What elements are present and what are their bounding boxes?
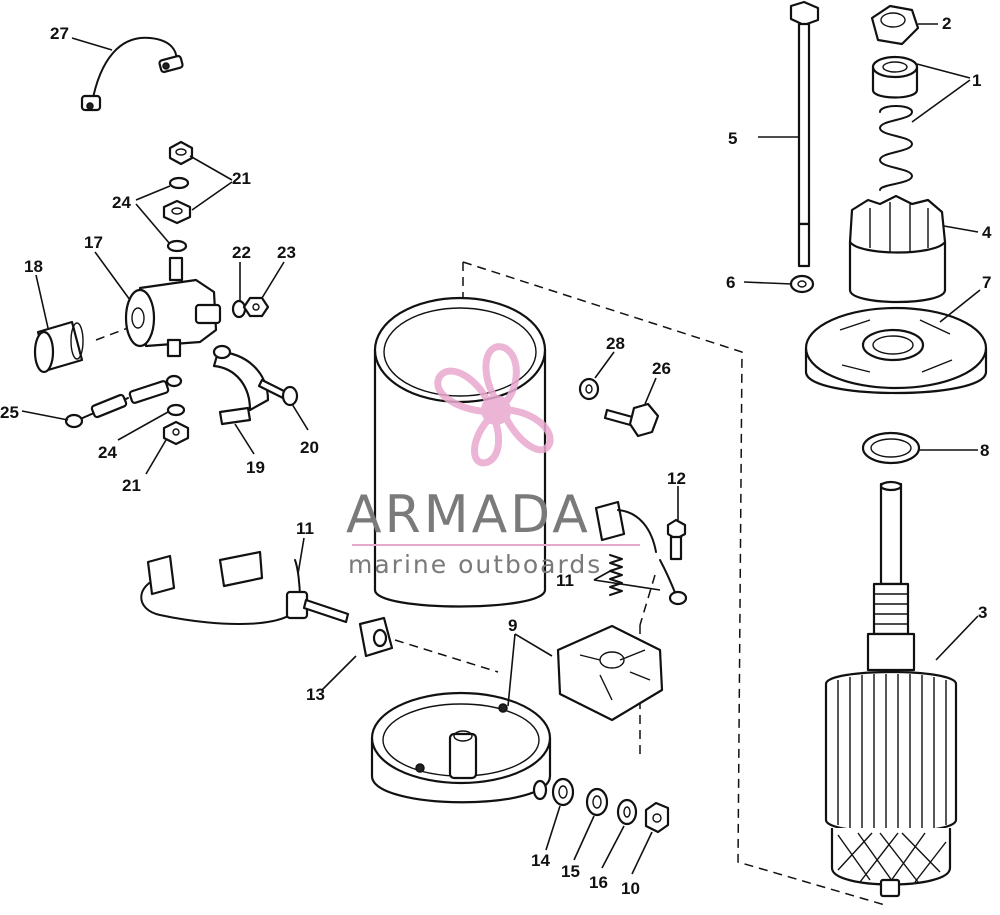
part-label-24-bottom: 24 [98,443,117,462]
part-label-16: 16 [589,873,608,892]
part-label-2: 2 [942,14,951,33]
watermark-tagline: marine outboards [348,550,602,579]
part-label-7: 7 [982,273,991,292]
drive-assembly [789,0,988,465]
part-label-26: 26 [652,359,671,378]
part-label-23: 23 [277,243,296,262]
part-label-11-right: 11 [556,571,574,590]
part-label-13: 13 [306,685,325,704]
part-label-20: 20 [300,438,319,457]
part-label-3: 3 [978,603,987,622]
part-label-14: 14 [531,851,550,870]
propeller-logo [434,343,554,467]
frame-hardware [578,377,688,606]
part-label-28: 28 [606,334,625,353]
part-number-labels: 27 21 24 17 18 22 23 25 24 21 19 20 11 1… [0,14,992,898]
armature [824,480,958,898]
part-label-24-top: 24 [112,193,131,212]
part-label-22: 22 [232,243,251,262]
leader-lines [21,23,981,875]
part-label-1: 1 [972,71,981,90]
part-label-8: 8 [980,441,989,460]
part-label-18: 18 [24,257,43,276]
part-label-10: 10 [621,879,640,898]
part-label-21-bottom: 21 [122,476,141,495]
terminal-washers [551,777,670,834]
part-label-4: 4 [982,223,992,242]
part-label-5: 5 [728,129,737,148]
lead-wire-27 [80,36,184,112]
part-label-17: 17 [84,233,103,252]
part-label-19: 19 [246,458,265,477]
part-label-12: 12 [667,469,686,488]
part-label-15: 15 [561,862,580,881]
part-label-6: 6 [726,273,735,292]
part-label-21-top: 21 [232,169,251,188]
armada-watermark: ARMADA marine outboards [346,343,640,579]
watermark-brand: ARMADA [346,485,591,545]
end-cap-assembly [370,624,664,804]
solenoid-group [33,140,299,446]
part-label-11-left: 11 [296,519,314,538]
part-label-9: 9 [508,616,517,635]
brush-set-left [140,550,394,658]
part-label-27: 27 [50,24,69,43]
part-label-25: 25 [0,403,19,422]
